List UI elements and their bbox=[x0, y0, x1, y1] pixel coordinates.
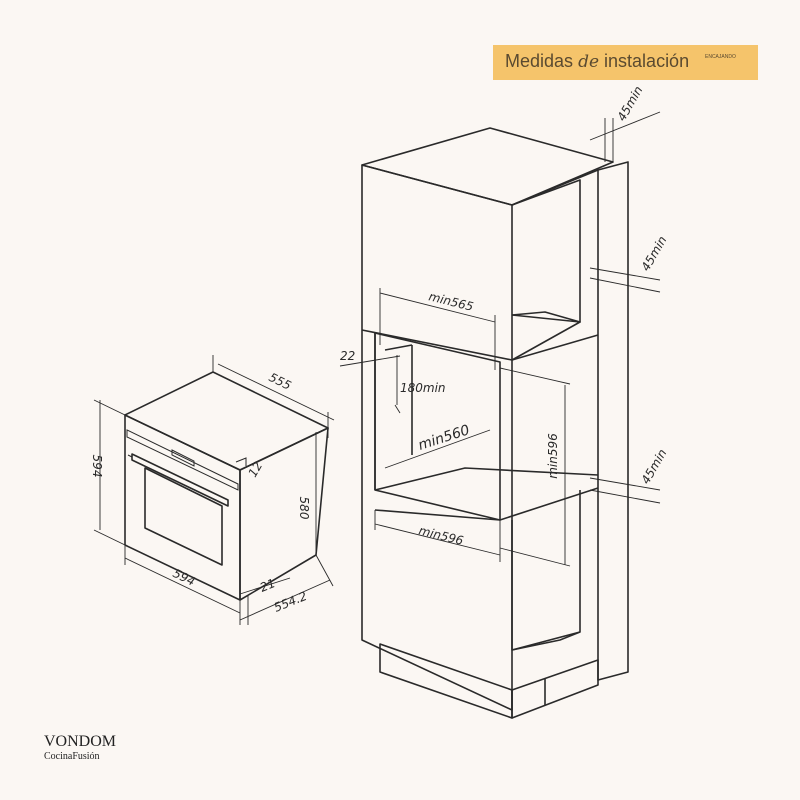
dim-front-offset-label: 22 bbox=[340, 349, 355, 363]
dim-depth-label: min560 bbox=[416, 422, 472, 454]
oven-door-window bbox=[144, 467, 223, 566]
title-word-medidas: Medidas bbox=[505, 51, 574, 71]
oven-side-face bbox=[239, 427, 329, 601]
cabinet-top bbox=[361, 127, 614, 206]
dim-tick bbox=[589, 277, 661, 293]
dim-top-gap-label: 45min bbox=[614, 84, 645, 124]
cabinet-upper-shelf bbox=[511, 311, 581, 361]
cabinet-right-panel bbox=[597, 161, 629, 681]
cabinet-lower-floor bbox=[511, 631, 581, 651]
cabinet-plinth-side bbox=[511, 659, 599, 719]
dim-line-width-top bbox=[379, 292, 496, 323]
dim-tick bbox=[589, 267, 661, 281]
dim-vent-label: 180min bbox=[400, 381, 446, 395]
dim-width-label: 594 bbox=[171, 566, 198, 589]
cabinet-lower-compartment bbox=[511, 490, 581, 651]
oven-handle bbox=[131, 453, 229, 507]
brand-logo: VONDOM bbox=[44, 733, 116, 750]
page-title: Medidas de instalación bbox=[505, 51, 689, 72]
dim-height-label: min596 bbox=[546, 433, 560, 479]
cabinet-opening-floor bbox=[374, 467, 599, 491]
dim-line-top-gap bbox=[589, 111, 661, 141]
dim-tick bbox=[499, 367, 571, 385]
dim-tick bbox=[315, 554, 334, 587]
dim-side-lower-label: 45min bbox=[638, 447, 669, 487]
dim-inner-height-label: 580 bbox=[297, 497, 311, 520]
dim-line-width bbox=[124, 557, 241, 614]
oven-drawing bbox=[124, 371, 329, 601]
oven-top-face bbox=[124, 371, 329, 471]
dim-width-label: min596 bbox=[417, 523, 465, 548]
dim-tick bbox=[394, 404, 401, 414]
title-word-instalacion: instalación bbox=[604, 51, 690, 71]
dim-tick bbox=[93, 399, 126, 416]
dim-tick bbox=[93, 529, 126, 546]
oven-control-panel bbox=[126, 429, 239, 491]
cabinet-oven-opening bbox=[374, 332, 501, 521]
dim-height-label: 594 bbox=[90, 455, 104, 478]
oven-handle-end-left bbox=[127, 454, 133, 458]
oven-bracket bbox=[235, 457, 247, 466]
title-small-label: ENCAJANDO bbox=[705, 54, 736, 60]
dim-line-body-depth bbox=[239, 579, 331, 621]
dim-ledge-label: 12 bbox=[245, 459, 265, 479]
dim-door-label: 21 bbox=[258, 576, 277, 595]
title-banner: Medidas de instalación ENCAJANDO bbox=[493, 45, 758, 80]
dim-line-door bbox=[239, 577, 291, 595]
dim-tick bbox=[589, 489, 661, 504]
brand-subtitle: CocinaFusión bbox=[44, 751, 100, 762]
oven-dimensions: 555 594 580 12 594 21 554.2 bbox=[90, 355, 335, 625]
dim-side-upper-label: 45min bbox=[638, 234, 669, 274]
oven-display-window bbox=[171, 449, 195, 467]
title-word-de: de bbox=[578, 52, 600, 72]
dim-line-depth bbox=[217, 363, 335, 421]
dim-width-top-label: min565 bbox=[427, 289, 475, 314]
cabinet-drawing bbox=[361, 127, 629, 719]
dim-line-width bbox=[374, 523, 501, 556]
dim-tick bbox=[589, 477, 661, 491]
dim-line-depth bbox=[384, 429, 491, 469]
cabinet-vent-top bbox=[384, 344, 413, 351]
dim-body-depth-label: 554.2 bbox=[272, 589, 309, 615]
cabinet-mid-edge2 bbox=[511, 334, 599, 361]
dim-line-front-offset bbox=[339, 355, 401, 367]
cabinet-plinth bbox=[379, 643, 513, 719]
dim-tick bbox=[499, 547, 571, 567]
cabinet-upper-recess bbox=[511, 179, 581, 323]
